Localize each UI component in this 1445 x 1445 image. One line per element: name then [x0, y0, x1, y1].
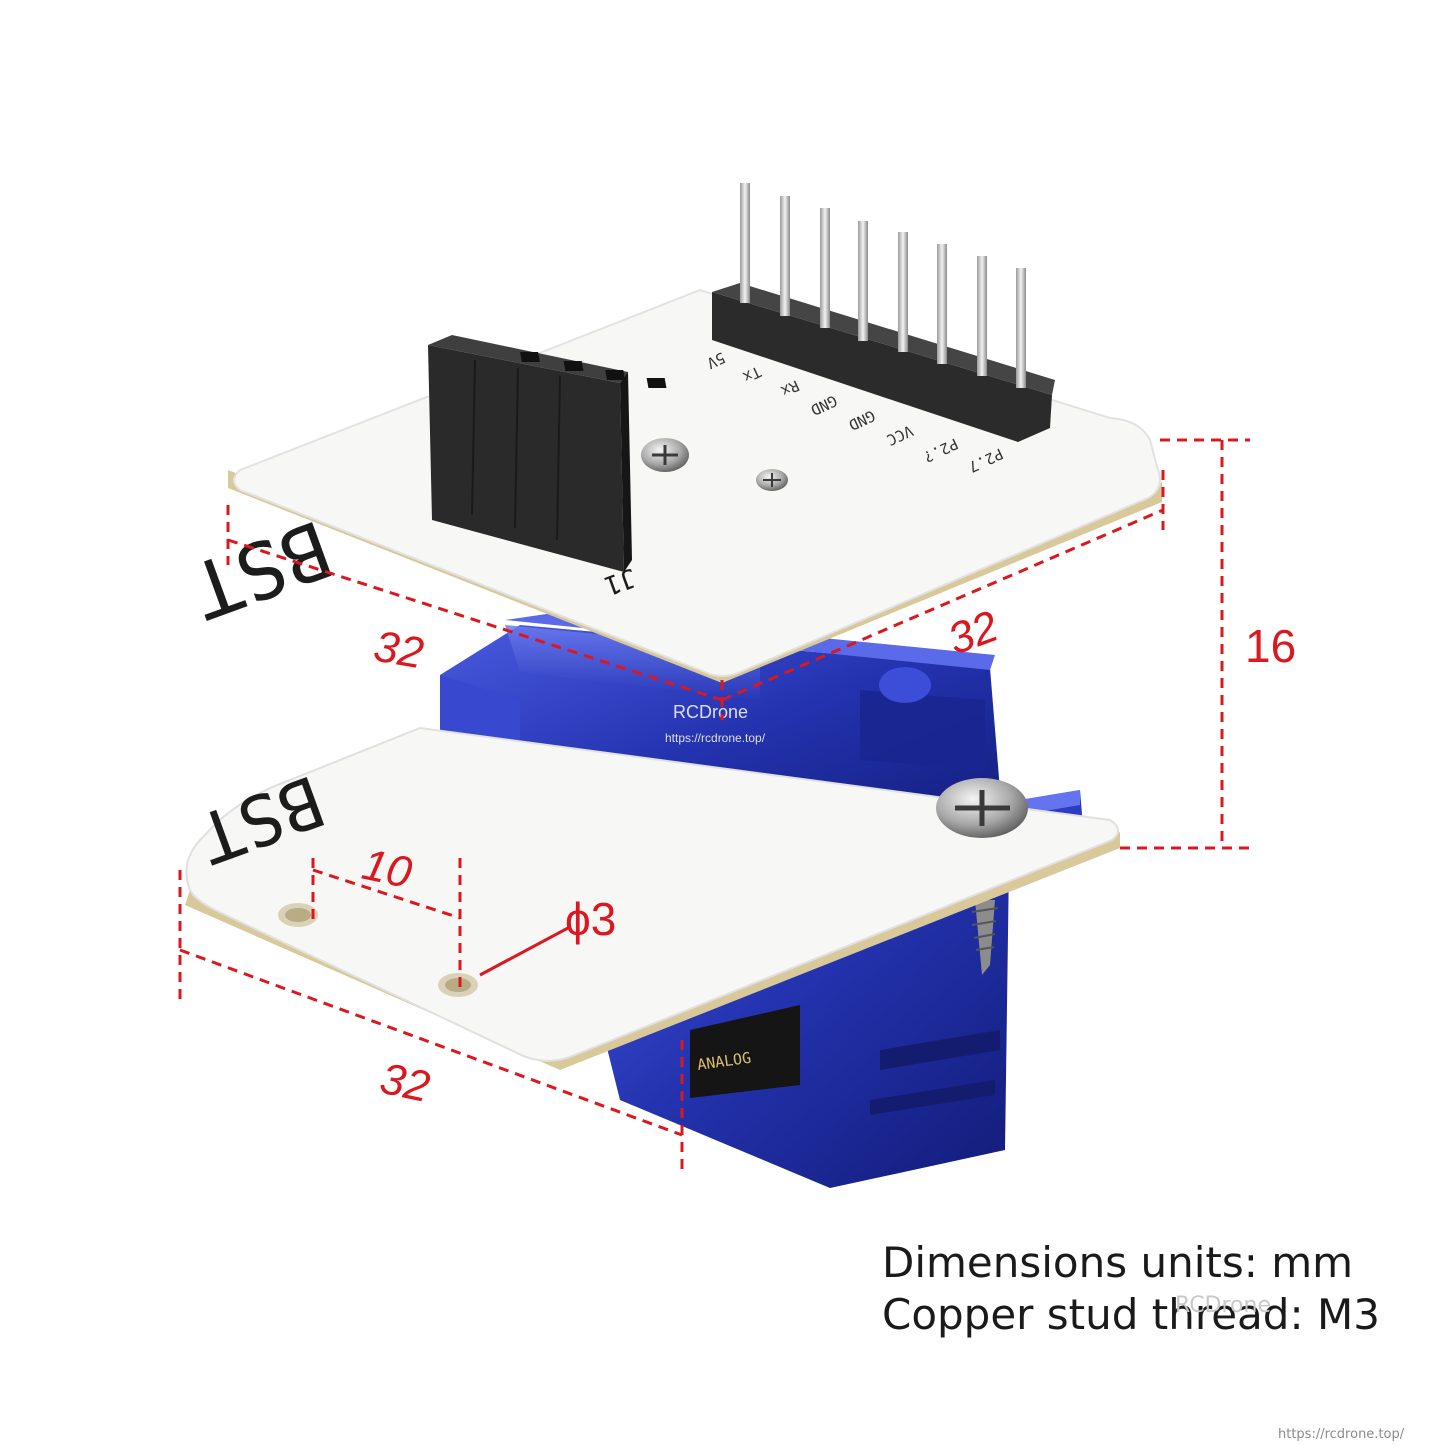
mounting-hole [438, 973, 478, 997]
dim-bottom-board-width: 32 [376, 1054, 434, 1112]
dim-stack-height: 16 [1245, 620, 1296, 672]
header-pin [977, 256, 987, 376]
pin-label: Tx [740, 362, 764, 386]
caption-watermark: RCDrone [1175, 1293, 1271, 1318]
top-board: BST J1 P2.7 P2.? VCC GND GND Rx Tx 5V [179, 288, 1162, 683]
watermark-brand: RCDrone [673, 702, 748, 722]
header-pin [858, 221, 868, 341]
pin-header [712, 183, 1055, 442]
screw-head [936, 778, 1028, 838]
bottom-board: BST [185, 726, 1120, 1070]
dim-hole-diameter: ϕ3 [565, 893, 616, 945]
screw-head [641, 438, 689, 472]
footer-url: https://rcdrone.top/ [1278, 1427, 1405, 1442]
pin-label: 5V [704, 348, 728, 372]
header-pin [937, 244, 947, 364]
hole-diameter-leader [479, 926, 569, 977]
header-pin [740, 183, 750, 303]
header-pin [1016, 268, 1026, 388]
watermark-url: https://rcdrone.top/ [665, 731, 766, 745]
header-pin [898, 232, 908, 352]
caption-units: Dimensions units: mm [882, 1238, 1354, 1287]
dim-top-board-width: 32 [370, 622, 427, 679]
dimension-lines [178, 438, 1250, 1170]
dim-hole-spacing: 10 [358, 840, 417, 898]
caption-thread: Copper stud thread: M3 [882, 1290, 1380, 1339]
header-pin [820, 208, 830, 328]
header-pin [780, 196, 790, 316]
female-header [428, 335, 667, 572]
mounting-hole [278, 903, 318, 927]
screw-head [756, 469, 788, 491]
pin-label: Rx [778, 376, 802, 400]
